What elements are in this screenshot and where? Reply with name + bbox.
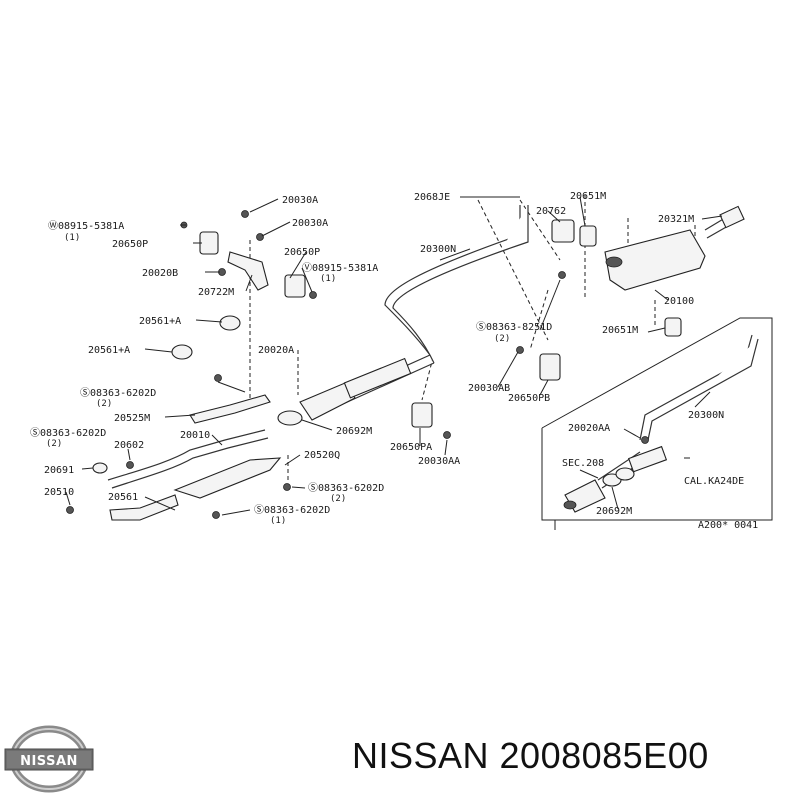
callout-label: 20300N <box>420 244 456 255</box>
callout-label: 20030A <box>292 218 328 229</box>
callout-label: 20520Q <box>304 450 340 461</box>
mount-20650p <box>284 274 306 298</box>
mount-20650pa <box>411 402 433 428</box>
callout-label: (2) <box>494 334 510 344</box>
callout-label: (1) <box>64 233 80 243</box>
callout-label: (1) <box>270 516 286 526</box>
callout-label: SEC.208 <box>562 458 604 469</box>
clamp-20561a-lower <box>171 344 193 360</box>
callout-label: 20650PA <box>390 442 432 453</box>
callout-label: Ⓦ08915-5381A <box>48 220 124 232</box>
callout-label: 20602 <box>114 440 144 451</box>
gasket-20691 <box>92 462 108 474</box>
leader-lines <box>65 196 723 516</box>
callout-label: 20020B <box>142 268 178 279</box>
callout-label: Ⓥ08915-5381A <box>302 262 378 274</box>
callout-label: 20020A <box>258 345 294 356</box>
callout-label: 20030A <box>282 195 318 206</box>
callout-label: 20651M <box>602 325 638 336</box>
callout-label: 20651M <box>570 191 606 202</box>
callout-label: 20020AA <box>568 423 610 434</box>
bracket-20722m <box>227 251 269 291</box>
mount-20650p-left <box>199 231 219 255</box>
exhaust-components <box>66 205 745 521</box>
callout-label: 20321M <box>658 214 694 225</box>
catalytic-converter <box>299 382 356 421</box>
callout-label: 2068JE <box>414 192 450 203</box>
callout-label: (1) <box>320 274 336 284</box>
nissan-logo: NISSAN <box>4 725 94 793</box>
logo-wordmark: NISSAN <box>20 754 78 769</box>
callout-label: 20300N <box>688 410 724 421</box>
gasket-20692m <box>277 410 303 426</box>
callout-label: Ⓢ08363-6202D <box>254 504 330 516</box>
callout-label: A200* 0041 <box>698 520 758 531</box>
callout-label: Ⓢ08363-6202D <box>80 387 156 399</box>
callout-label: (2) <box>46 439 62 449</box>
callout-label: 20100 <box>664 296 694 307</box>
mount-20650pb <box>539 353 561 381</box>
callout-label: 20561+A <box>139 316 181 327</box>
callout-label: 20561 <box>108 492 138 503</box>
callout-label: 20762 <box>536 206 566 217</box>
center-muffler <box>604 229 706 291</box>
mount-20651m-top <box>579 225 597 247</box>
front-tube <box>189 394 271 424</box>
callout-label: 20525M <box>114 413 150 424</box>
callout-label: 20650P <box>284 247 320 258</box>
mount-20651m-bottom <box>664 317 682 337</box>
callout-label: 20692M <box>596 506 632 517</box>
tail-finisher <box>719 205 745 229</box>
callout-label: (2) <box>96 399 112 409</box>
callout-label: 20010 <box>180 430 210 441</box>
callout-labels: 20030A Ⓦ08915-5381A (1) 20030A 20650P 20… <box>30 191 758 531</box>
mount-20762 <box>551 219 575 243</box>
heat-shield-lower <box>109 494 179 521</box>
part-number-caption: NISSAN 2008085E00 <box>352 735 709 776</box>
clamp-20561a-upper <box>219 315 241 331</box>
variant-frame <box>541 317 773 530</box>
callout-label: 20510 <box>44 487 74 498</box>
callout-label: 20722M <box>198 287 234 298</box>
callout-label: Ⓢ08363-6202D <box>308 482 384 494</box>
callout-label: Ⓢ08363-6202D <box>30 427 106 439</box>
callout-label: 20030AB <box>468 383 510 394</box>
callout-label: 20650PB <box>508 393 550 404</box>
callout-label: 20692M <box>336 426 372 437</box>
assembly-guide-lines <box>249 195 696 480</box>
callout-label: (2) <box>330 494 346 504</box>
callout-label: 20561+A <box>88 345 130 356</box>
variant-pipe-section <box>627 445 668 473</box>
callout-label: 20691 <box>44 465 74 476</box>
callout-label: Ⓢ08363-8251D <box>476 321 552 333</box>
callout-label: CAL.KA24DE <box>684 476 744 487</box>
callout-label: 20030AA <box>418 456 460 467</box>
heat-shield-front <box>173 457 282 499</box>
callout-label: 20650P <box>112 239 148 250</box>
